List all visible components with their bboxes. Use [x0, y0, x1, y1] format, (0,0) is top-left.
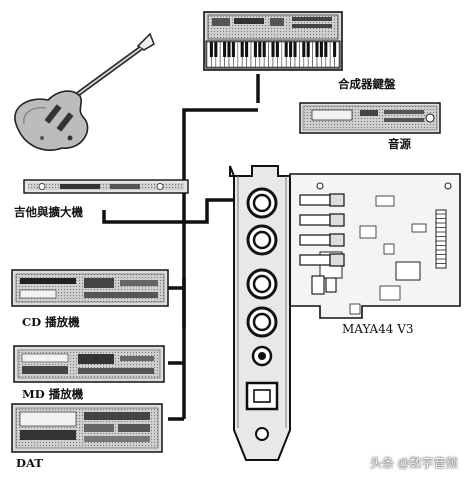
electric-guitar-icon [14, 32, 155, 151]
synth-label: 合成器鍵盤 [338, 77, 396, 91]
md-player-icon [13, 345, 165, 383]
synthesizer-keyboard-icon [203, 11, 343, 71]
rack-sound-module-icon [299, 102, 441, 134]
dat-label: DAT [16, 456, 43, 470]
pci-sound-card-icon [289, 173, 461, 319]
rack-amplifier-icon [23, 179, 189, 194]
guitar-amp-label: 吉他與擴大機 [14, 205, 83, 219]
cd-player-label: CD 播放機 [22, 315, 80, 329]
watermark: 头条 @数字音频 [370, 456, 458, 470]
audio-card-bracket-icon [229, 165, 291, 461]
sound-module-label: 音源 [388, 137, 411, 151]
cd-player-icon [11, 269, 169, 307]
connection-lines [102, 74, 260, 421]
card-label: MAYA44 V3 [342, 322, 414, 336]
dat-deck-icon [11, 403, 163, 453]
md-player-label: MD 播放機 [22, 387, 84, 401]
